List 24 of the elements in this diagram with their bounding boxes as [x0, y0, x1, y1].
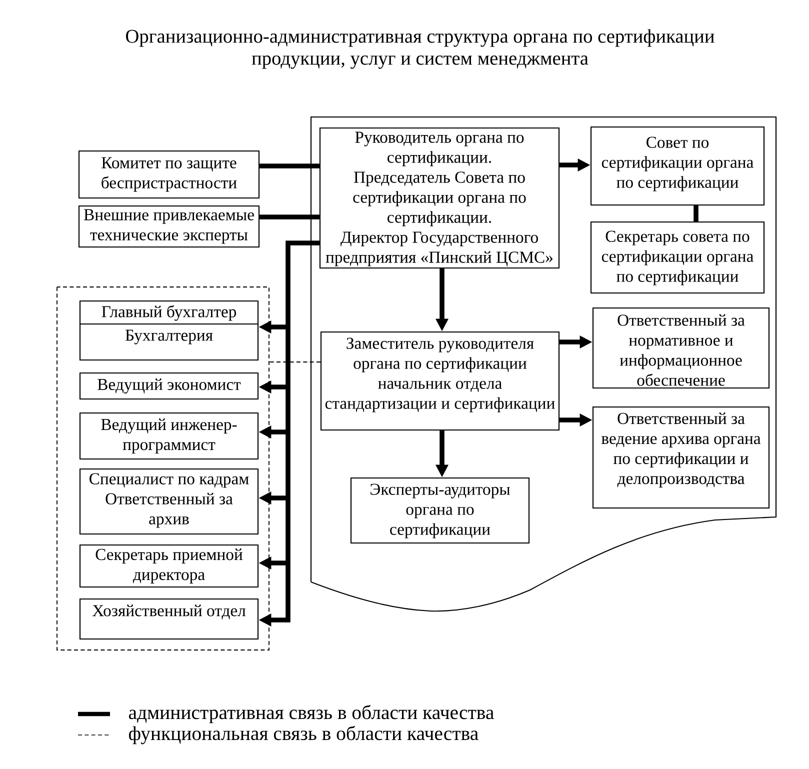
title: Организационно-административная структура органа по сертификации продукции, услуг и систем менеджмента	[126, 29, 714, 69]
group-frame	[56, 286, 270, 650]
role-box: Ведущий экономист	[79, 372, 259, 400]
role-box: Секретарь приемной директора	[79, 544, 259, 588]
role-box: Секретарь совета по сертификации органа по сертификации	[590, 221, 765, 294]
legend-text: административная связь в области качества	[128, 704, 494, 724]
role-box: Ответственный за ведение архива органа по сертификации и делопроизводства	[592, 406, 770, 509]
role-box: Специалист по кадрам Ответственный за архив	[79, 468, 259, 535]
role-box: Эксперты-аудиторы органа по сертификации	[350, 477, 530, 544]
role-box: Внешние привлекаемые технические эксперты	[78, 205, 260, 248]
role-box: Ведущий инженер-программист	[79, 412, 259, 460]
role-box: Руководитель органа по сертификации. Председатель Совета по сертификации органа по сертификации. Директор Государственного предприятия «Пинский ЦСМС»	[319, 127, 560, 269]
connector-line	[286, 240, 320, 622]
connector-line	[694, 206, 698, 222]
role-box: Комитет по защите беспристрастности	[78, 150, 260, 199]
connector-line	[260, 164, 320, 168]
connector-line	[260, 214, 320, 220]
document-outline	[310, 116, 777, 612]
role-box: Совет по сертификации органа по сертификации	[590, 126, 765, 206]
legend-text: функциональная связь в области качества	[129, 726, 478, 744]
role-box: Заместитель руководителя органа по сертификации начальник отдела стандартизации и сертификации	[320, 331, 560, 431]
role-box: Ответственный за нормативное и информационное обеспечение	[592, 307, 770, 389]
role-box: Главный бухгалтер Бухгалтерия	[79, 300, 259, 361]
role-box: Хозяйственный отдел	[79, 598, 259, 640]
